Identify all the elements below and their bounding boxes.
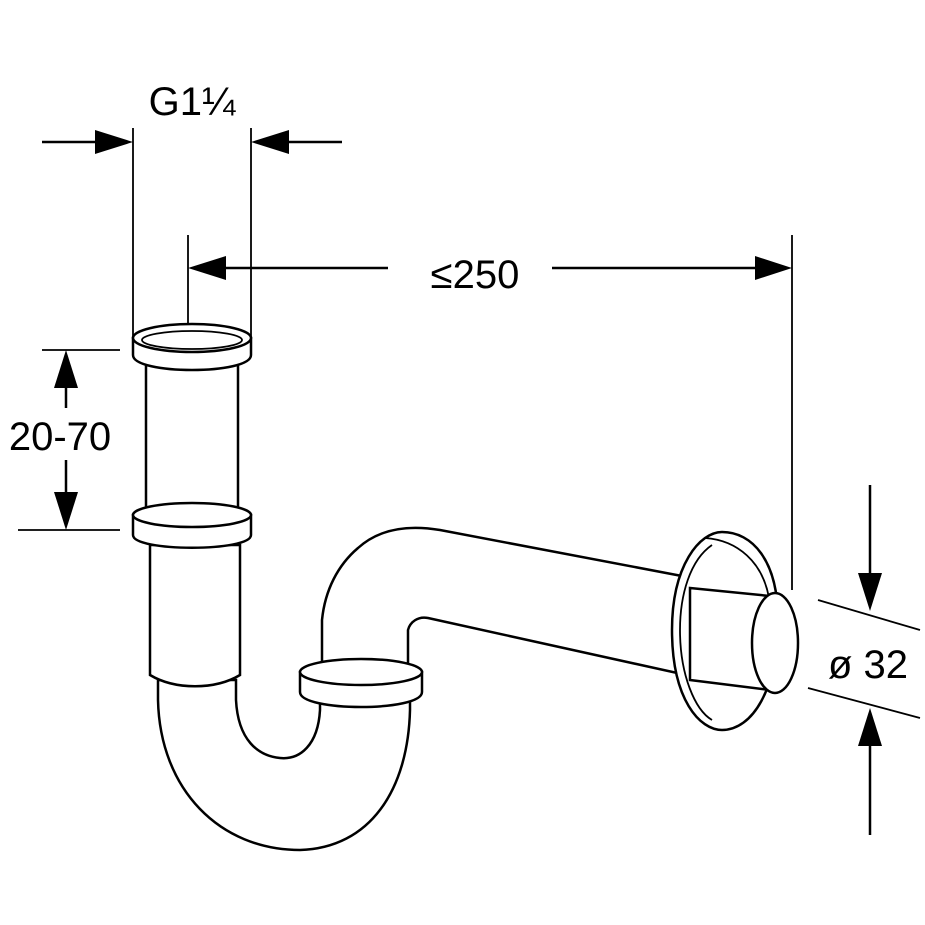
g-thread-label: G1¼ bbox=[149, 80, 236, 124]
diameter-label: ø 32 bbox=[828, 643, 908, 687]
outlet-pipe-end bbox=[688, 586, 800, 695]
diameter-dimension: ø 32 bbox=[807, 485, 921, 835]
length-dimension: ≤250 bbox=[187, 235, 793, 590]
slip-nut bbox=[298, 657, 424, 709]
inlet-ring bbox=[131, 322, 253, 372]
u-bend bbox=[156, 678, 412, 852]
lower-tail-pipe bbox=[148, 543, 242, 688]
length-label: ≤250 bbox=[431, 253, 520, 297]
g-thread-dimension: G1¼ bbox=[42, 80, 342, 345]
siphon-body bbox=[131, 322, 800, 852]
union-nut bbox=[131, 501, 253, 549]
height-dimension: 20-70 bbox=[9, 349, 120, 531]
outlet-pipe bbox=[320, 526, 747, 690]
height-label: 20-70 bbox=[9, 415, 111, 459]
upper-tail-pipe bbox=[144, 358, 240, 522]
